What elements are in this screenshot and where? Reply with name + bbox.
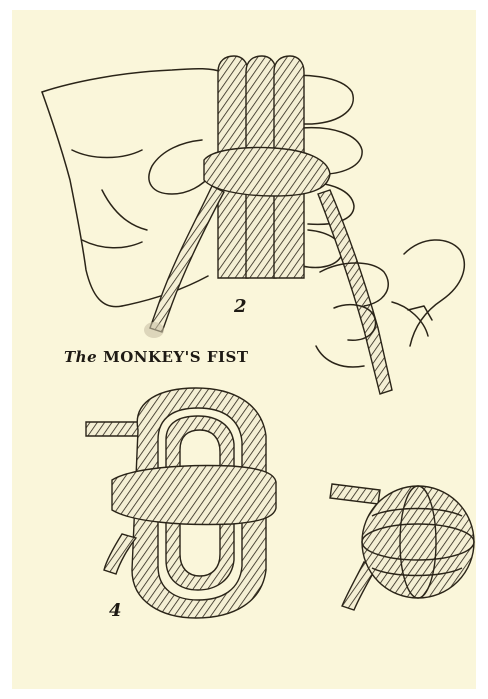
knot-finished [330, 484, 474, 610]
caption-main: MONKEY'S FIST [103, 348, 248, 366]
figure-number-2: 2 [234, 296, 247, 317]
knot-figure-4 [86, 388, 276, 618]
caption-title: The MONKEY'S FIST [64, 348, 249, 366]
rope-wraps [150, 56, 392, 394]
figure-number-4: 4 [109, 600, 122, 621]
illustration-page: 2 The MONKEY'S FIST 4 [12, 10, 476, 689]
caption-article: The [64, 348, 97, 366]
